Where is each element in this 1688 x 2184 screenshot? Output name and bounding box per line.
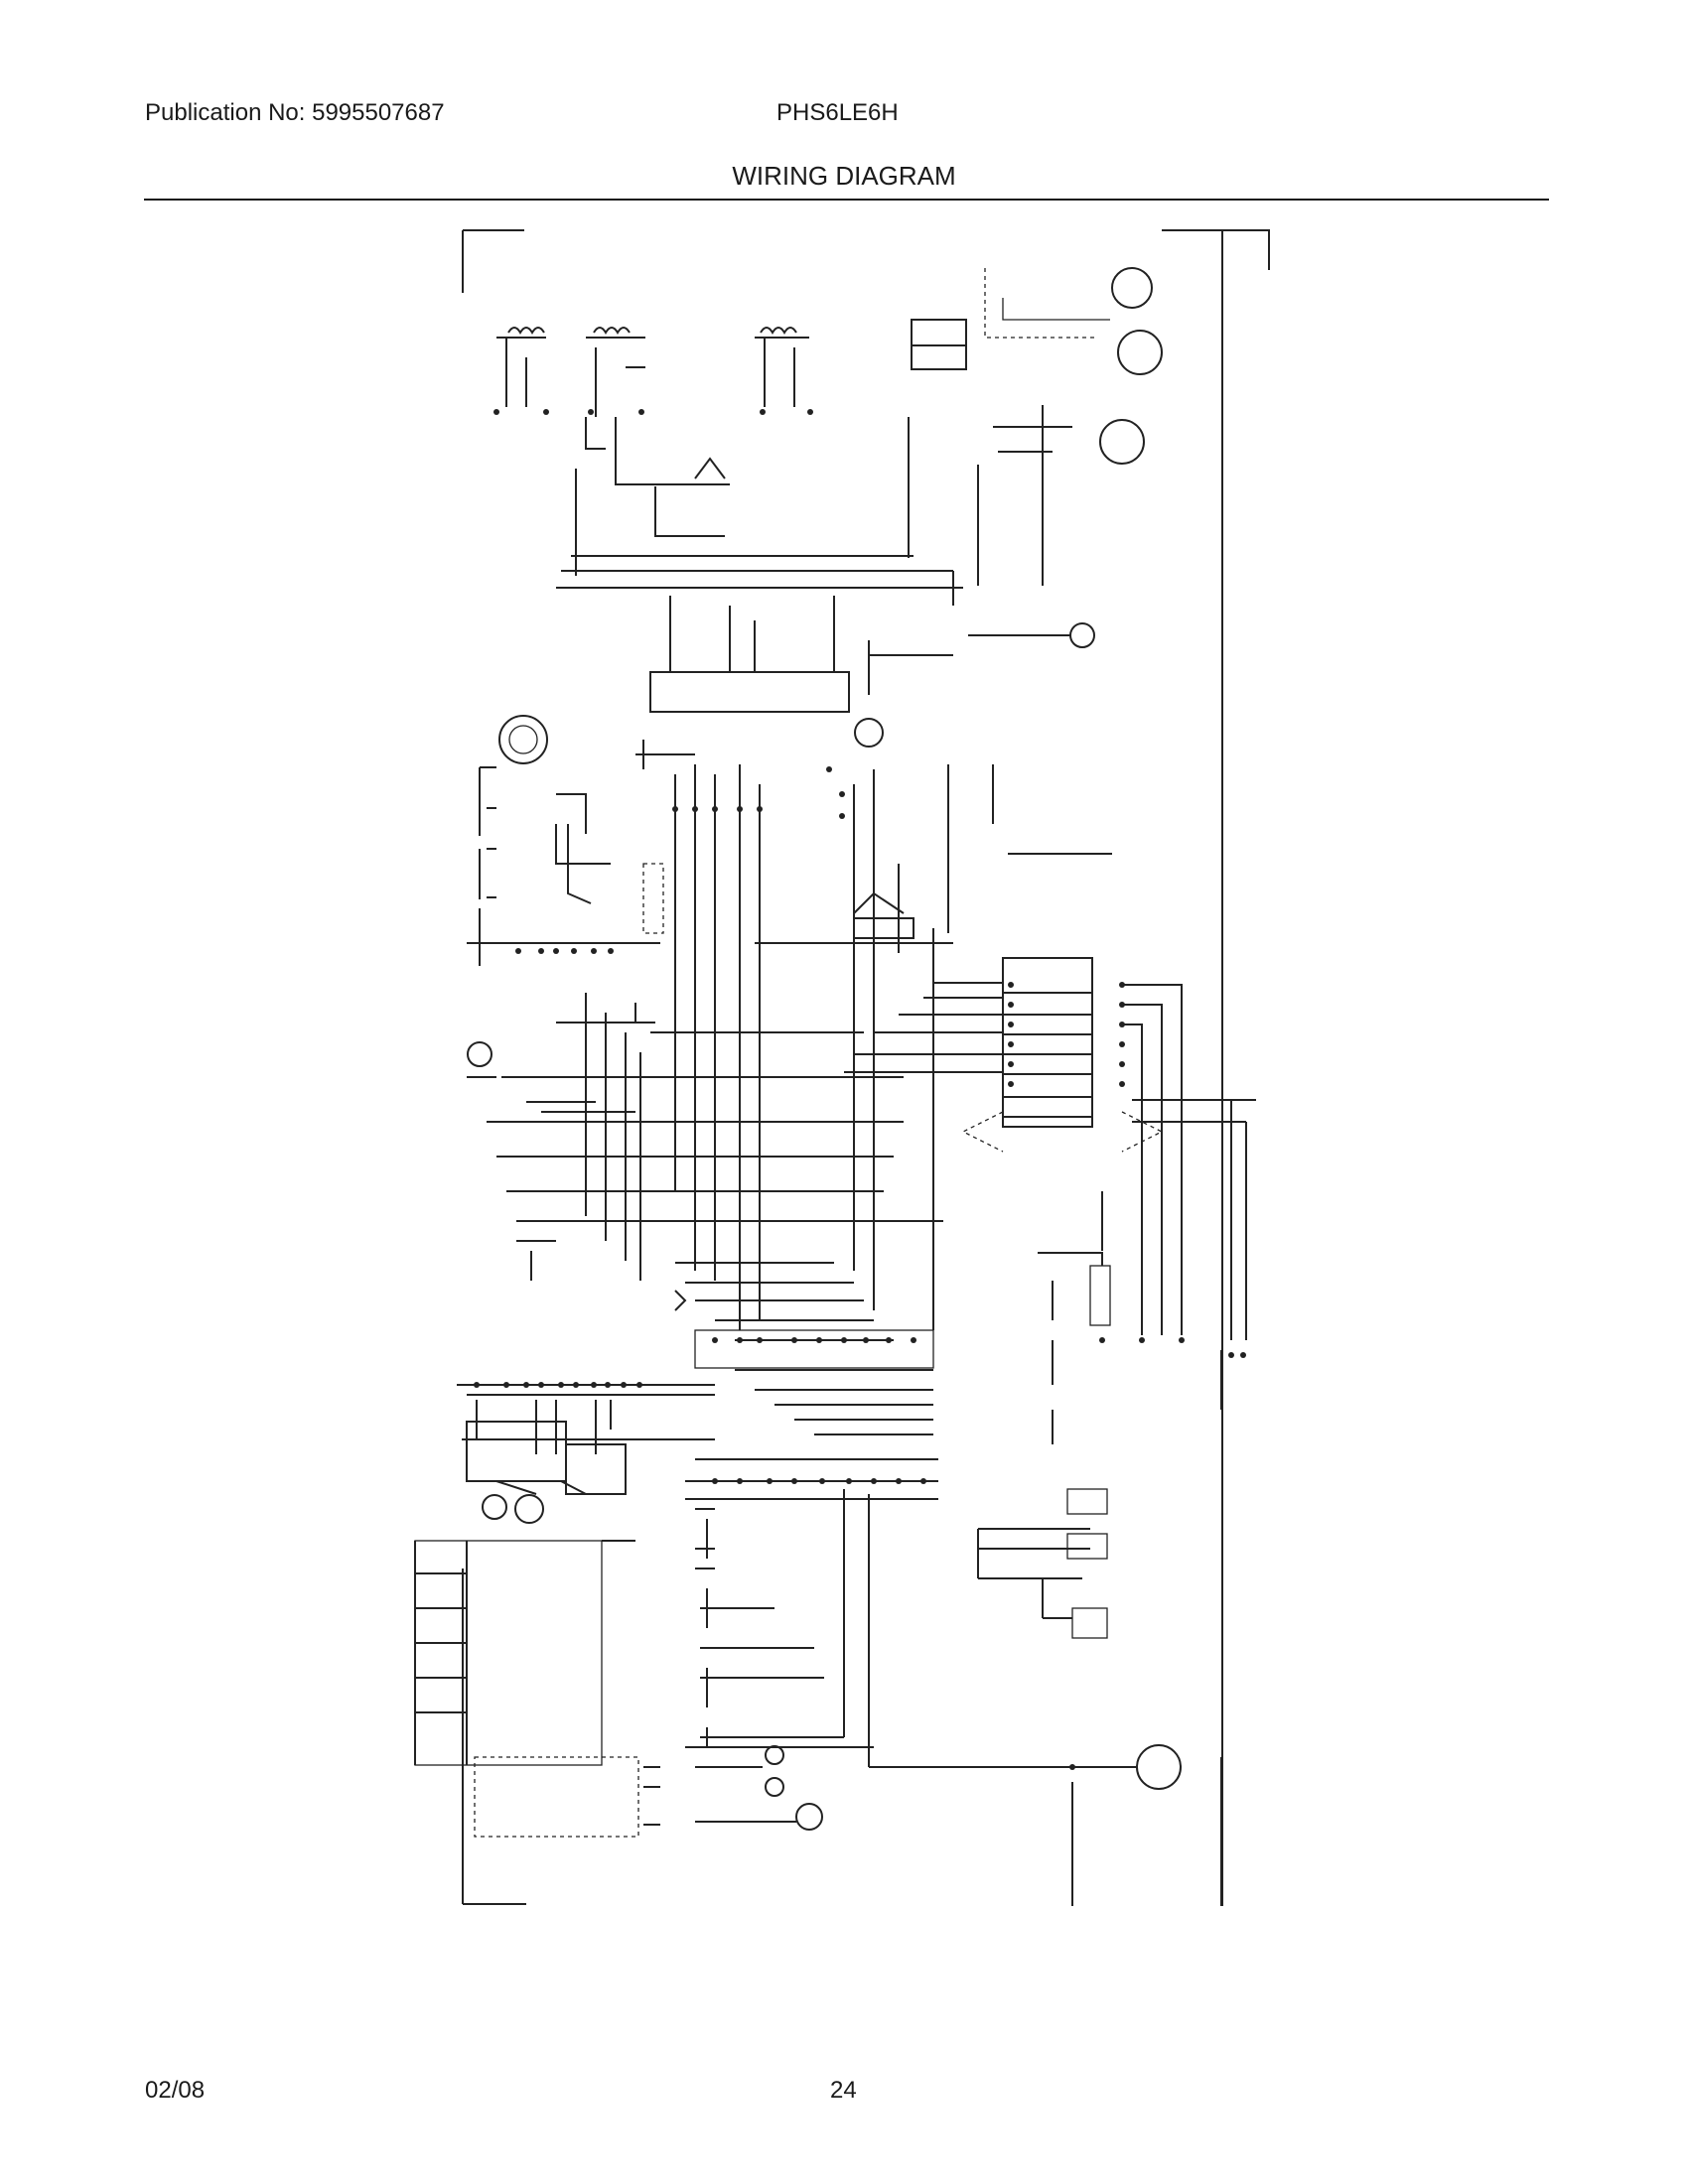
terminal-blocks <box>635 596 953 1330</box>
crossing-lines <box>526 764 949 1330</box>
control-board <box>844 957 1256 1340</box>
relay-coil-group <box>493 327 963 589</box>
ice-maker-circuit <box>685 1489 1182 1906</box>
legend-boxes <box>414 1540 660 1838</box>
dispenser-wiring <box>1038 1191 1246 1444</box>
damper-switch <box>755 764 1112 953</box>
page-number: 24 <box>830 2077 857 2104</box>
wiring-bus <box>467 993 943 1435</box>
motor-group <box>908 267 1163 648</box>
footer-date: 02/08 <box>145 2077 206 2104</box>
dispenser-relays <box>977 1488 1108 1639</box>
publication-number: Publication No: 5995507687 <box>145 99 445 126</box>
page-title: WIRING DIAGRAM <box>732 161 956 191</box>
terminal-strip <box>674 1290 934 1369</box>
title-divider <box>144 199 1549 201</box>
lower-harness <box>457 1240 715 1454</box>
model-number: PHS6LE6H <box>776 99 899 126</box>
lower-connectors <box>466 1421 938 1570</box>
fan-switch-region <box>467 715 664 1023</box>
